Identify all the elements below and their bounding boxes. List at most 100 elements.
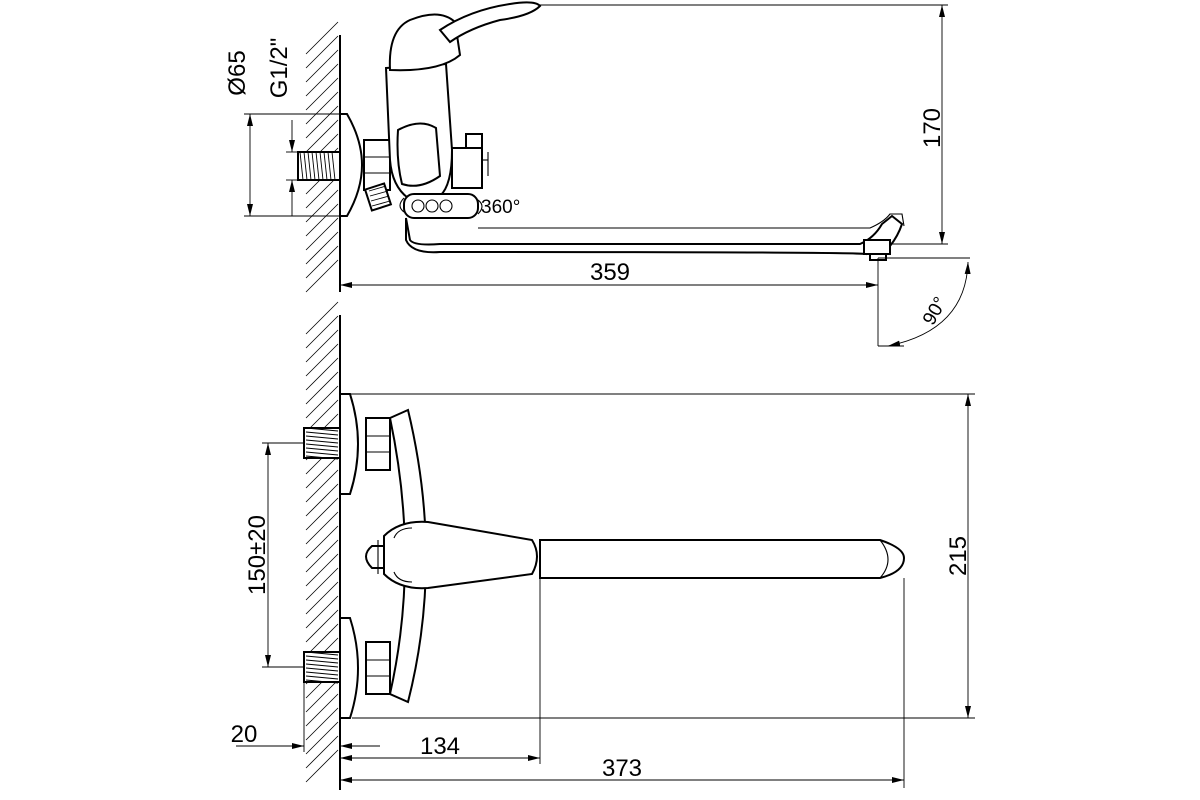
side-aerator (863, 239, 891, 261)
thread-line (305, 655, 339, 660)
dim-length-134-label: 134 (420, 733, 460, 760)
dim-height-170: 170 (540, 4, 948, 245)
hatch-line (305, 371, 339, 405)
hatch-line (305, 329, 339, 363)
hatch-line (305, 749, 339, 783)
thread-line (319, 151, 324, 181)
thread-line (305, 443, 339, 448)
side-diverter-knob (363, 182, 393, 212)
hatch-line (305, 721, 339, 755)
thread-line (305, 455, 339, 460)
side-spout-upper-line (478, 213, 905, 229)
front-hex-nut-bottom (365, 641, 391, 695)
thread-line (305, 651, 339, 656)
thread-line (305, 663, 339, 668)
side-view: 170 359 90° 360° Ø65 (224, 1, 971, 347)
hatch-line (305, 91, 339, 125)
dim-spacing-150: 150±20 (244, 442, 304, 668)
dim-angle-90-label: 90° (919, 294, 952, 329)
hatch-line (305, 595, 339, 629)
hatch-line (305, 399, 339, 433)
hatch-line (305, 203, 339, 237)
hatch-line (305, 49, 339, 83)
dim-thread-g12: G1/2" (266, 38, 298, 216)
side-shower-outlet (451, 133, 489, 189)
front-spout-tip (879, 539, 889, 579)
dim-length-373: 373 (340, 578, 905, 788)
hatch-line (305, 189, 339, 223)
front-escutcheon-bottom (339, 617, 359, 719)
hatch-line (305, 105, 339, 139)
hatch-line (305, 259, 339, 293)
hatch-line (305, 21, 339, 55)
thread-line (305, 679, 339, 684)
dim-diameter-65-label: Ø65 (224, 50, 251, 95)
hatch-line (305, 385, 339, 419)
hatch-line (305, 245, 339, 279)
hatch-line (305, 679, 339, 713)
hatch-line (305, 609, 339, 643)
rotation-360-label: 360° (481, 197, 520, 218)
dim-thread-g12-label: G1/2" (266, 38, 293, 99)
dim-spacing-150-label: 150±20 (244, 515, 271, 595)
front-inlet-top (303, 427, 341, 460)
hatch-line (305, 553, 339, 587)
hatch-line (305, 539, 339, 573)
thread-line (305, 451, 339, 456)
dim-angle-90: 90° (878, 257, 971, 347)
hatch-line (305, 231, 339, 265)
hatch-line (305, 301, 339, 335)
thread-line (303, 151, 308, 181)
hatch-line (305, 217, 339, 251)
front-inlet-bottom (303, 651, 341, 684)
front-escutcheon-top (339, 393, 359, 495)
thread-line (315, 151, 320, 181)
hatch-line (305, 623, 339, 657)
hatch-line (305, 357, 339, 391)
thread-line (331, 151, 336, 181)
hatch-line (305, 567, 339, 601)
thread-line (311, 151, 316, 181)
front-wall (305, 301, 341, 790)
thread-line (305, 447, 339, 452)
side-inlet-thread (299, 151, 336, 181)
dim-diameter-65: Ø65 (224, 50, 346, 217)
front-spout (539, 539, 906, 579)
thread-line (305, 431, 339, 436)
thread-line (305, 667, 339, 672)
hatch-line (305, 119, 339, 153)
side-escutcheon (339, 113, 364, 217)
front-hex-nut-top (365, 417, 391, 471)
dim-reach-359: 359 (340, 258, 879, 346)
thread-line (305, 427, 339, 432)
hatch-line (305, 735, 339, 769)
dim-length-373-label: 373 (602, 755, 642, 782)
thread-line (299, 151, 304, 181)
hatch-line (305, 455, 339, 489)
thread-line (307, 151, 312, 181)
side-hex-nut (363, 139, 391, 191)
front-diverter-knob (365, 540, 387, 574)
hatch-line (305, 707, 339, 741)
dim-reach-359-label: 359 (590, 259, 630, 286)
hatch-line (305, 315, 339, 349)
hatch-line (305, 497, 339, 531)
thread-line (327, 151, 332, 181)
side-swivel-collar (403, 193, 479, 219)
dim-height-170-label: 170 (919, 108, 946, 148)
dim-height-215-label: 215 (945, 536, 972, 576)
thread-line (305, 659, 339, 664)
hatch-line (305, 63, 339, 97)
hatch-line (305, 483, 339, 517)
side-spout (405, 214, 904, 256)
front-handle (383, 520, 538, 590)
hatch-line (305, 581, 339, 615)
front-handle-cap (393, 527, 413, 583)
front-view: 215 150±20 20 134 373 (231, 301, 975, 790)
dim-wall-20-label: 20 (231, 721, 258, 748)
front-wall-hatching (305, 301, 339, 783)
side-lever-handle (438, 1, 542, 44)
side-rotation-arc (399, 197, 483, 215)
side-body-cover (396, 122, 442, 187)
